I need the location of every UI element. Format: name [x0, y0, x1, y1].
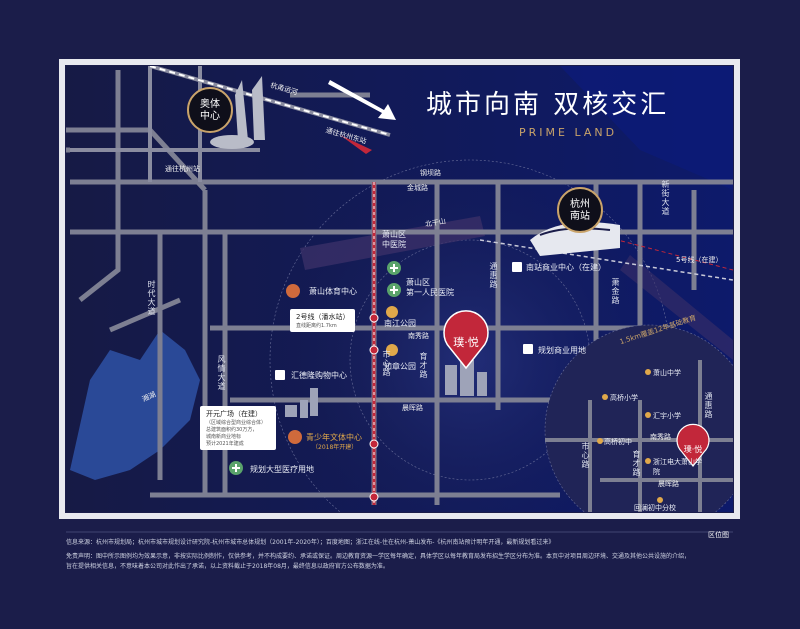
road-label: 晨晖路	[658, 480, 679, 488]
school-icon	[657, 497, 663, 503]
hospital-label-3: 规划大型医疗用地	[250, 465, 314, 474]
map-frame	[59, 59, 740, 519]
olympic-pin: 奥体 中心	[187, 87, 233, 133]
road-label: 新街大道	[661, 180, 670, 216]
road-label: 通惠路	[489, 262, 498, 289]
commercial-label: 规划商业用地	[538, 346, 586, 355]
road-label: 通惠路	[704, 392, 713, 419]
sports-icon	[286, 284, 300, 298]
mall-icon-2	[512, 262, 522, 272]
road-label: 5号线（在建）	[676, 256, 723, 264]
project-pin: 璞·悦	[443, 310, 489, 370]
road-label: 萧金路	[611, 278, 620, 305]
project-pin-small: 璞·悦	[676, 423, 710, 467]
project-buildings	[445, 360, 487, 396]
youth-label: 青少年文体中心	[306, 433, 362, 442]
road-label: 风情大道	[217, 355, 226, 391]
mall-icon-1	[275, 370, 285, 380]
hz-south-pin: 杭州 南站	[557, 187, 603, 233]
school-label: 回澜初中分校	[634, 504, 676, 512]
school-icon	[645, 412, 651, 418]
school-label: 高桥小学	[610, 394, 638, 402]
park-label: 知章公园	[384, 362, 416, 371]
svg-text:璞·悦: 璞·悦	[684, 444, 703, 454]
school-label: 高桥初中	[604, 438, 632, 446]
hospital-icon-1	[387, 261, 401, 275]
headline-subtitle: PRIME LAND	[519, 126, 618, 139]
hospital-icon-3	[229, 461, 243, 475]
road-label: 通往杭州站	[165, 165, 200, 173]
sports-label: 萧山体育中心	[309, 287, 357, 296]
footer-source: 信息来源：杭州市规划局；杭州市城市规划设计研究院-杭州市城市总体规划（2001年…	[66, 539, 555, 546]
svg-text:璞·悦: 璞·悦	[453, 335, 479, 349]
school-label: 浙江电大萧山学院	[653, 458, 702, 476]
kaiyuan-callout: 开元广场（在建） （区域综合型商业综合体） 总建筑面积约30万方， 城南新商业地…	[200, 406, 276, 450]
school-label: 萧山中学	[653, 369, 681, 377]
mall-icon-3	[523, 344, 533, 354]
park-icon-1	[386, 306, 398, 318]
road-label: 南秀路	[408, 332, 429, 340]
olympic-label: 奥体	[200, 97, 220, 110]
hospital-icon-2	[387, 283, 401, 297]
commercial-label: 南站商业中心（在建）	[526, 263, 606, 272]
park-icon-2	[386, 344, 398, 356]
school-icon	[645, 458, 651, 464]
school-icon	[602, 394, 608, 400]
footer-disclaimer: 免责声明：图中所示图例均为效果示意，非按实际比例制作，仅供参考，并不构成要约、承…	[66, 553, 691, 560]
school-icon	[645, 369, 651, 375]
road-label: 南秀路	[650, 433, 671, 441]
svg-text:南站: 南站	[570, 209, 590, 222]
road-label: 时代大道	[147, 280, 156, 316]
footer-disclaimer-2: 旨在提供相关信息，不意味着本公司对此作出了承诺，以上资料截止于2018年08月，…	[66, 563, 389, 570]
youth-note: （2018年开建）	[312, 444, 358, 451]
road-label: 钢坝路	[420, 169, 441, 177]
headline-title: 城市向南 双核交汇	[426, 90, 670, 120]
metro-callout: 2号线（潘水站） 直线距离约1.7km	[290, 309, 356, 332]
rail-south	[479, 239, 733, 281]
road-label: 市心路	[382, 350, 391, 377]
hospital-label-1: 萧山区 中医院	[382, 230, 406, 249]
metro-station	[369, 492, 379, 502]
hospital-label-2: 萧山区 第一人民医院	[406, 278, 454, 297]
svg-text:中心: 中心	[200, 109, 220, 122]
road-label: 市心路	[581, 442, 590, 469]
school-label: 汇宇小学	[653, 412, 681, 420]
metro-station	[369, 313, 379, 323]
road-label: 金城路	[407, 184, 428, 192]
legend-label: 区位图	[708, 531, 729, 539]
xiang-lake	[70, 330, 200, 480]
park-label: 南江公园	[384, 319, 416, 328]
mall-label: 汇德隆购物中心	[291, 371, 347, 380]
svg-text:杭州: 杭州	[570, 197, 590, 210]
youth-icon	[288, 430, 302, 444]
metro-station	[369, 345, 379, 355]
metro-station	[369, 439, 379, 449]
school-icon	[597, 438, 603, 444]
road-label: 育才路	[419, 352, 428, 379]
road-label: 育才路	[632, 450, 641, 477]
road-label: 晨晖路	[402, 404, 423, 412]
